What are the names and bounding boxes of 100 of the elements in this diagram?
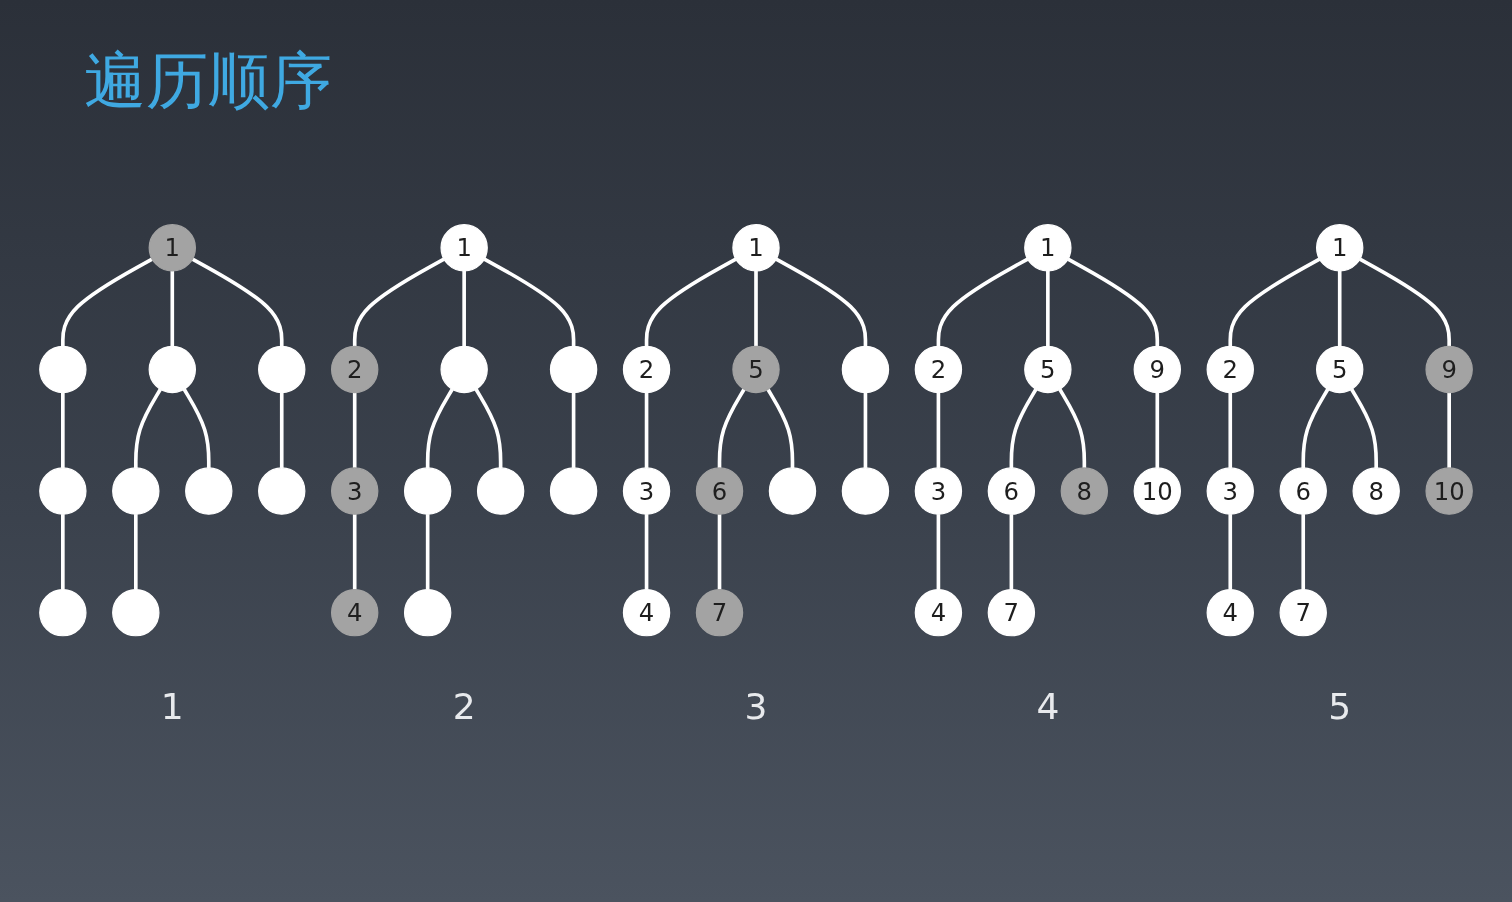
connector (766, 388, 795, 468)
connector (483, 257, 576, 347)
connector (1009, 513, 1014, 590)
node-circle: 3 (914, 467, 963, 515)
connector (425, 513, 430, 590)
node-circle: 4 (622, 588, 671, 637)
node-circle: 6 (987, 467, 1036, 515)
connector (1359, 257, 1451, 347)
node-circle: 5 (732, 345, 780, 393)
connector (1301, 513, 1306, 590)
node-circle (549, 467, 598, 515)
diagram-title: 遍历顺序 (84, 44, 332, 119)
connector (462, 270, 466, 347)
connector (134, 513, 138, 590)
connector (352, 257, 445, 347)
step-number: 1 (160, 685, 184, 729)
node-circle: 1 (148, 223, 196, 272)
node-circle: 1 (1316, 223, 1364, 272)
connector (279, 392, 284, 468)
node-circle: 2 (1206, 345, 1254, 393)
node-circle: 4 (914, 588, 963, 637)
connector (644, 392, 649, 468)
node-circle (185, 467, 233, 515)
node-circle: 3 (1206, 467, 1254, 515)
connector (571, 392, 576, 468)
connector (863, 392, 868, 468)
connector (170, 270, 175, 347)
connector (1301, 388, 1330, 468)
node-circle: 5 (1316, 345, 1364, 393)
node-circle: 3 (622, 467, 671, 515)
connector (644, 257, 737, 347)
connector (61, 257, 153, 347)
node-circle: 7 (695, 588, 744, 637)
connector (352, 392, 357, 468)
node-circle (258, 345, 306, 393)
connector (936, 257, 1029, 347)
node-circle: 4 (1206, 588, 1254, 637)
node-circle: 7 (987, 588, 1036, 637)
node-circle (476, 467, 525, 515)
connector (1447, 392, 1451, 468)
connector (717, 513, 722, 590)
node-circle (39, 467, 87, 515)
node-circle (841, 345, 890, 393)
connector (182, 388, 211, 468)
connector (1337, 270, 1342, 347)
node-circle: 1 (1024, 223, 1072, 272)
connector (1067, 257, 1160, 347)
connector (352, 513, 357, 590)
node-circle (549, 345, 598, 393)
node-circle: 8 (1060, 467, 1109, 515)
node-circle (258, 467, 306, 515)
node-circle: 10 (1133, 467, 1181, 515)
node-circle: 10 (1425, 467, 1473, 515)
connector (1228, 392, 1233, 468)
node-circle: 8 (1352, 467, 1400, 515)
connector (191, 257, 284, 347)
node-circle: 2 (914, 345, 963, 393)
connector (134, 388, 162, 468)
node-circle: 2 (622, 345, 671, 393)
connector (775, 257, 868, 347)
node-circle: 3 (331, 467, 379, 515)
node-circle (403, 588, 452, 637)
node-circle (112, 588, 160, 637)
connector (1046, 270, 1050, 347)
step-number: 5 (1328, 685, 1352, 729)
node-circle (39, 345, 87, 393)
connector (936, 392, 941, 468)
node-circle: 5 (1024, 345, 1072, 393)
node-circle (112, 467, 160, 515)
node-circle (148, 345, 196, 393)
node-circle: 2 (331, 345, 379, 393)
step-number: 3 (744, 685, 768, 729)
connector (61, 513, 65, 590)
connector (1009, 388, 1038, 468)
step-number: 2 (452, 685, 476, 729)
node-circle (768, 467, 817, 515)
node-circle: 9 (1425, 345, 1473, 393)
connector (1058, 388, 1087, 468)
connector (61, 392, 65, 468)
node-circle: 1 (440, 223, 488, 272)
node-circle (440, 345, 488, 393)
node-circle (841, 467, 890, 515)
node-circle (39, 588, 87, 637)
node-circle: 4 (331, 588, 379, 637)
connector (1228, 257, 1321, 347)
step-number: 4 (1036, 685, 1060, 729)
connector (1155, 392, 1160, 468)
connector (717, 388, 746, 468)
connector (936, 513, 941, 590)
connector (1228, 513, 1233, 590)
node-circle (403, 467, 452, 515)
connector (754, 270, 758, 347)
node-circle: 1 (732, 223, 780, 272)
connector (1350, 388, 1378, 468)
node-circle: 6 (1279, 467, 1327, 515)
connector (425, 388, 454, 468)
node-circle: 6 (695, 467, 744, 515)
node-circle: 7 (1279, 588, 1327, 637)
node-circle: 9 (1133, 345, 1181, 393)
connector (474, 388, 503, 468)
